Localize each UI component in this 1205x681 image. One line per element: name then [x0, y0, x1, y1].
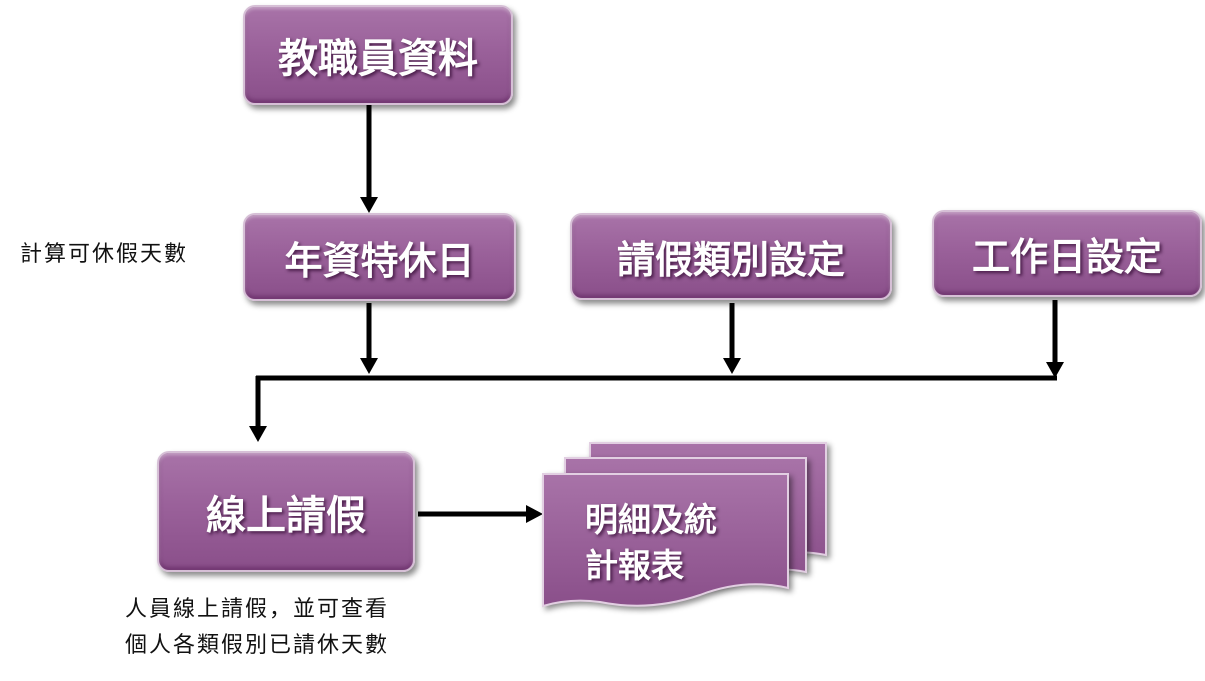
node-staff-data: 教職員資料	[243, 5, 513, 105]
node-leave-type-setup: 請假類別設定	[570, 213, 892, 300]
node-online-leave-label: 線上請假	[206, 492, 366, 539]
node-leave-type-setup-label: 請假類別設定	[616, 238, 845, 282]
note-online-leave: 人員線上請假，並可查看 個人各類假別已請休天數	[125, 592, 389, 664]
note-online-leave-line1: 人員線上請假，並可查看	[125, 597, 390, 622]
note-online-leave-line2: 個人各類假別已請休天數	[125, 633, 390, 658]
report-document-stack	[542, 442, 827, 608]
note-calc-leave-days-text: 計算可休假天數	[20, 242, 189, 267]
node-annual-leave-label: 年資特休日	[284, 238, 475, 283]
node-report-label: 明細及統 計報表	[585, 497, 717, 589]
node-annual-leave: 年資特休日	[243, 213, 516, 301]
node-workday-setup: 工作日設定	[932, 210, 1202, 297]
node-staff-data-label: 教職員資料	[278, 36, 478, 82]
node-report-line2: 計報表	[585, 546, 684, 585]
node-workday-setup-label: 工作日設定	[971, 235, 1162, 279]
note-calc-leave-days: 計算可休假天數	[20, 237, 188, 273]
node-report-line1: 明細及統	[585, 500, 717, 539]
node-online-leave: 線上請假	[157, 451, 415, 572]
